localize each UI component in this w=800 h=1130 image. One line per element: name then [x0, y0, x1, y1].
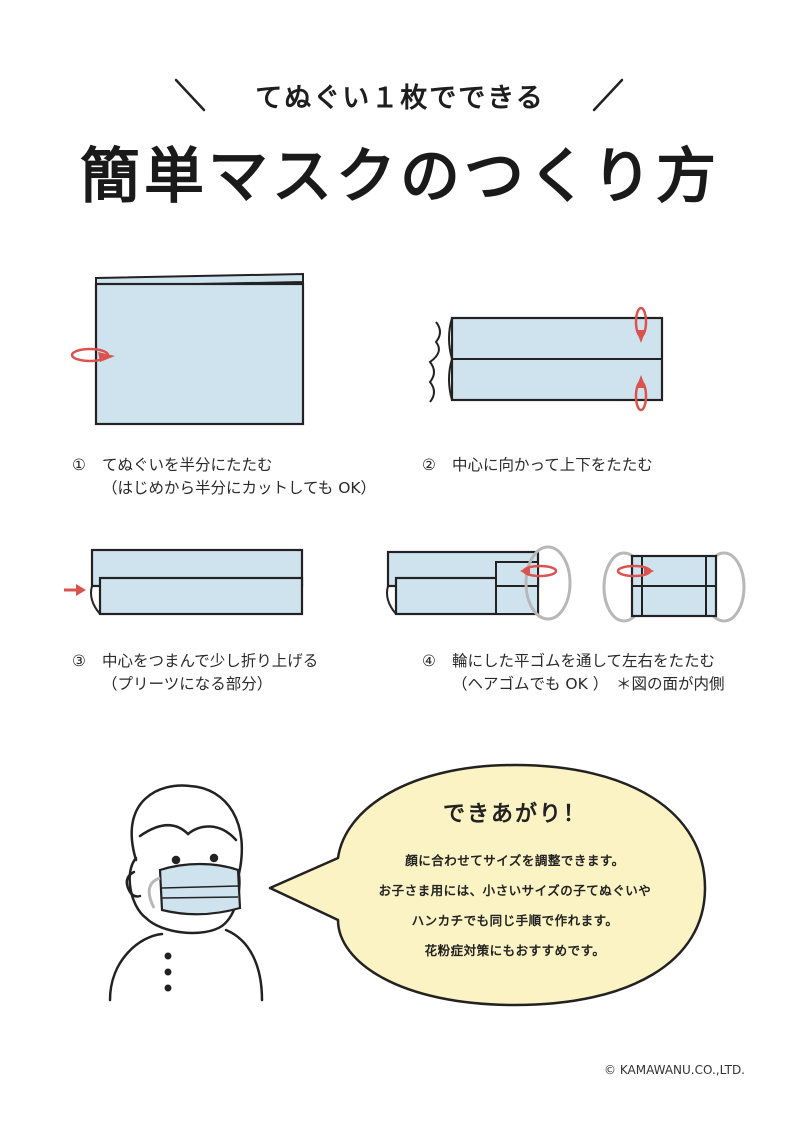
rotate-arrow-icon	[520, 564, 558, 578]
bubble-line: 顔に合わせてサイズを調整できます。	[405, 853, 625, 868]
rotate-arrow-icon	[70, 347, 115, 363]
rotate-arrow-icon	[616, 564, 654, 578]
bubble-title: できあがり！	[442, 802, 587, 827]
step-text: 中心に向かって上下をたたむ	[452, 456, 653, 474]
step3-illustration	[64, 548, 304, 616]
face-mask	[147, 862, 242, 916]
step-text: 輪にした平ゴムを通して左右をたたむ	[452, 652, 716, 670]
step-2-caption: ② 中心に向かって上下をたたむ	[422, 454, 653, 477]
copyright: © KAMAWANU.CO.,LTD.	[604, 1063, 745, 1077]
step4-illustration-b	[602, 551, 746, 623]
fold-arrow-bottom-icon	[634, 375, 648, 412]
step-note: （ヘアゴムでも OK ） ＊図の面が内側	[452, 675, 725, 693]
step-3-caption: ③ 中心をつまんで少し折り上げる （プリーツになる部分）	[72, 650, 318, 696]
subtitle-row: てぬぐい１枚でできる	[0, 70, 800, 120]
subtitle: てぬぐい１枚でできる	[255, 83, 545, 114]
step-number: ③	[72, 652, 86, 670]
speech-bubble	[268, 763, 707, 1007]
step-note: （プリーツになる部分）	[102, 675, 273, 693]
step-number: ④	[422, 652, 436, 670]
step-1-caption: ① てぬぐいを半分にたたむ （はじめから半分にカットしても OK）	[72, 454, 376, 500]
step-number: ②	[422, 456, 436, 474]
subtitle-slashes	[174, 78, 624, 112]
page-title: 簡単マスクのつくり方	[80, 142, 720, 212]
step-text: 中心をつまんで少し折り上げる	[102, 652, 319, 670]
step-note: （はじめから半分にカットしても OK）	[102, 479, 377, 497]
step-4-caption: ④ 輪にした平ゴムを通して左右をたたむ （ヘアゴムでも OK ） ＊図の面が内側	[422, 650, 724, 696]
step2-illustration	[428, 306, 664, 412]
fold-arrow-top-icon	[634, 306, 648, 343]
pinch-arrow-icon	[64, 584, 86, 596]
step4-illustration-a	[386, 545, 572, 621]
bubble-line: 花粉症対策にもおすすめです。	[424, 943, 606, 958]
step1-illustration	[70, 272, 305, 426]
bubble-line: お子さま用には、小さいサイズの子てぬぐいや	[378, 883, 652, 898]
step-text: てぬぐいを半分にたたむ	[102, 456, 273, 474]
step-number: ①	[72, 456, 86, 474]
bubble-line: ハンカチでも同じ手順で作れます。	[411, 913, 619, 928]
